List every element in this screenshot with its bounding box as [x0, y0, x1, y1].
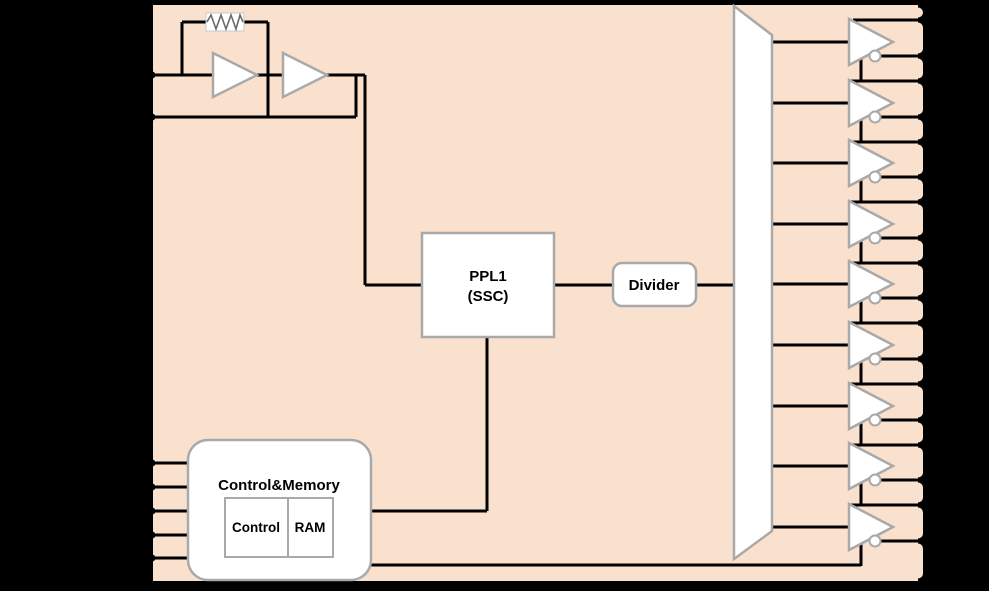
inverting-bubble-icon	[868, 110, 882, 124]
pin-tab	[904, 447, 923, 478]
pin-tab	[904, 300, 923, 321]
ram-label: RAM	[295, 520, 326, 535]
control-pin-dot	[148, 531, 156, 539]
control-pins	[148, 459, 188, 562]
pin-tab	[904, 543, 923, 579]
pin-tab-column	[904, 7, 923, 579]
resistor-icon	[205, 12, 245, 32]
control-label: Control	[232, 520, 280, 535]
inverting-bubble-icon	[868, 534, 882, 548]
control-pin-dot	[148, 483, 156, 491]
control-pin-dot	[148, 507, 156, 515]
divider-block	[611, 261, 698, 308]
divider-label: Divider	[629, 277, 680, 294]
pin-tab	[904, 179, 923, 200]
pin-tab	[904, 240, 923, 261]
chip-outline	[150, 2, 921, 584]
pin-tab	[904, 119, 923, 140]
inverting-bubble-icon	[868, 231, 882, 245]
control-pin-dot	[148, 554, 156, 562]
inverting-bubble-icon	[868, 170, 882, 184]
inverting-bubble-icon	[868, 413, 882, 427]
buffer-wires	[772, 40, 923, 566]
output-buffers	[847, 16, 896, 553]
control-pin-dot	[148, 459, 156, 467]
inverting-bubble-icon	[868, 49, 882, 63]
pin-tab	[904, 22, 923, 54]
pin-tab	[904, 482, 923, 503]
pll-label-line2: (SSC)	[468, 288, 509, 305]
pin-tab	[904, 144, 923, 175]
ram-subblock	[287, 497, 334, 558]
osc-amp1-icon	[211, 50, 260, 100]
resistor-zigzag	[206, 12, 244, 32]
pin-tab	[904, 265, 923, 296]
inverting-bubble-icon	[868, 473, 882, 487]
pin-tab	[904, 325, 923, 357]
pin-tab	[904, 83, 923, 115]
pin-tab	[904, 58, 923, 79]
pll-label-line1: PPL1	[469, 268, 507, 285]
control-memory-title: Control&Memory	[218, 477, 340, 494]
pin-tab	[904, 7, 923, 18]
pin-tab	[904, 507, 923, 539]
osc-amp2-icon	[281, 50, 330, 100]
pin-tab	[904, 204, 923, 236]
inverting-bubble-icon	[868, 352, 882, 366]
xout-pin-dot	[148, 113, 156, 121]
control-subblock	[224, 497, 289, 558]
xin-pin-dot	[148, 71, 156, 79]
pll-block	[420, 231, 556, 339]
pin-tab	[904, 361, 923, 382]
mux-shape	[732, 3, 774, 562]
inverting-bubble-icon	[868, 291, 882, 305]
pin-tab	[904, 386, 923, 418]
pin-tab	[904, 422, 923, 443]
